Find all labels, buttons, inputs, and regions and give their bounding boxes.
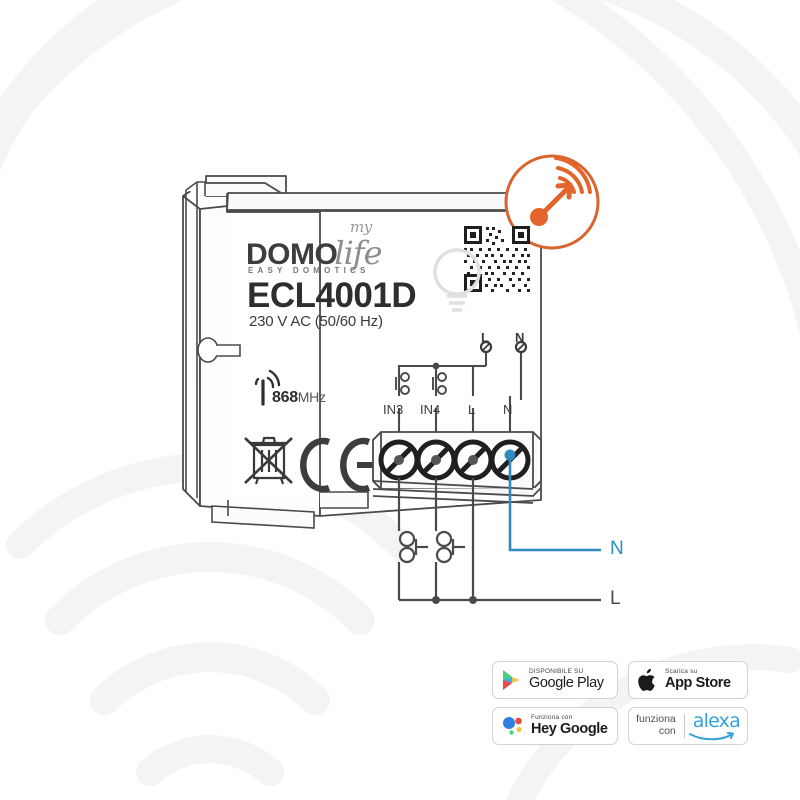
badge-google-play[interactable]: DISPONIBILE SU Google Play	[492, 661, 618, 699]
terminal-label-in4: IN4	[420, 402, 441, 417]
badge-app-store[interactable]: Scarica su App Store	[628, 661, 748, 699]
badge-hey-google-subtitle: Funziona con	[531, 713, 573, 721]
badge-alexa-title: alexa	[692, 709, 741, 732]
brand-name-italic: life	[334, 234, 382, 272]
radio-frequency-label: 868MHz	[272, 389, 326, 407]
terminal-label-in3: IN3	[383, 402, 404, 417]
apple-icon	[638, 668, 655, 691]
terminal-label-l: L	[468, 402, 476, 417]
rf-antenna-badge	[504, 154, 600, 250]
brand-prefix: my	[350, 218, 372, 236]
neutral-wire	[508, 455, 601, 552]
bulb-watermark	[433, 248, 481, 312]
supply-label-l: L	[481, 330, 489, 345]
output-label-line: L	[610, 588, 621, 609]
badge-hey-google-title: Hey Google	[531, 720, 608, 737]
amazon-smile-icon	[689, 731, 735, 740]
model-number: ECL4001D	[247, 276, 417, 315]
badge-google-play-title: Google Play	[529, 674, 604, 691]
wiring-schematic	[395, 340, 528, 432]
google-assistant-icon	[503, 717, 522, 735]
terminal-label-n: N	[503, 402, 513, 417]
voltage-rating: 230 V AC (50/60 Hz)	[249, 313, 383, 330]
badge-app-store-title: App Store	[665, 674, 731, 691]
frequency-value: 868	[272, 389, 298, 406]
brand-logo: my DOMO life EASY DOMOTICS	[246, 218, 446, 284]
frequency-unit: MHz	[297, 389, 326, 405]
badge-app-store-subtitle: Scarica su	[665, 667, 698, 675]
badge-alexa[interactable]: funziona con alexa	[628, 707, 748, 745]
antenna-icon	[254, 369, 281, 406]
badge-alexa-subtitle-line2: con	[658, 725, 676, 737]
badge-hey-google[interactable]: Funziona con Hey Google	[492, 707, 618, 745]
badge-alexa-subtitle-line1: funziona	[636, 713, 676, 726]
google-play-icon	[503, 670, 520, 690]
weee-crossed-bin-icon	[244, 436, 293, 485]
supply-label-n: N	[515, 330, 525, 345]
badge-google-play-subtitle: DISPONIBILE SU	[529, 667, 584, 675]
output-label-neutral: N	[610, 538, 624, 559]
brand-tagline: EASY DOMOTICS	[248, 266, 370, 275]
external-wiring	[397, 478, 601, 604]
brand-name-bold: DOMO	[246, 238, 338, 271]
